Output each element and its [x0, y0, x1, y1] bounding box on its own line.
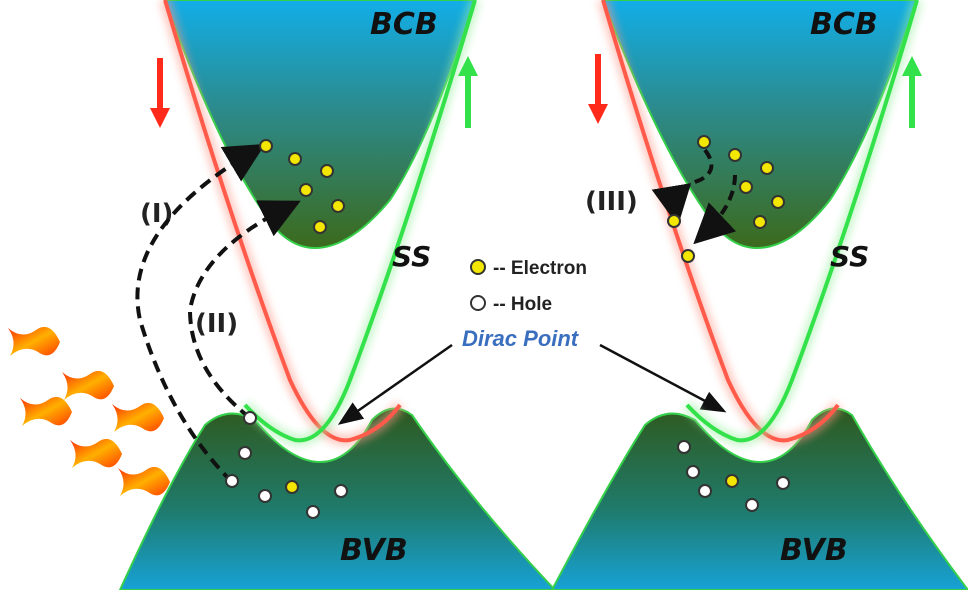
right-green-surface-state — [685, 0, 919, 443]
legend-hole-icon — [470, 295, 486, 311]
electron-dot — [331, 199, 345, 213]
photon-icon — [118, 466, 170, 496]
electron-dot — [760, 161, 774, 175]
left-spin-up-arrow — [458, 56, 478, 128]
photon-icon — [70, 438, 122, 468]
hole-dot — [698, 484, 712, 498]
right-bvb-carriers — [677, 440, 790, 512]
electron-dot — [771, 195, 785, 209]
right-spin-up-arrow — [902, 56, 922, 128]
electron-dot — [697, 135, 711, 149]
right-bvb-band — [550, 407, 968, 590]
right-bcb-label: BCB — [810, 7, 878, 42]
hole-dot — [677, 440, 691, 454]
legend-electron-label: -- Electron — [493, 258, 587, 279]
photon-wave-packets — [8, 326, 170, 496]
dirac-point-right-arrow — [599, 343, 727, 413]
photon-icon — [8, 326, 60, 356]
process-3-arrow-b — [693, 174, 737, 245]
left-red-surface-state — [163, 0, 402, 443]
process-3-arrow-a — [651, 148, 714, 226]
right-red-surface-state — [601, 0, 840, 443]
process-2-label: (II) — [195, 309, 238, 339]
right-panel: BCB BVB SS (III) — [550, 0, 968, 590]
electron-dot — [285, 480, 299, 494]
hole-dot — [334, 484, 348, 498]
hole-dot — [306, 505, 320, 519]
left-bcb-electrons — [259, 139, 345, 234]
electron-dot — [288, 152, 302, 166]
left-bvb-carriers — [225, 411, 348, 519]
electron-dot — [753, 215, 767, 229]
photon-icon — [20, 396, 72, 426]
hole-dot — [258, 489, 272, 503]
left-bvb-label: BVB — [340, 533, 408, 568]
left-bcb-band — [163, 0, 477, 250]
right-spin-down-arrow — [588, 54, 608, 124]
left-panel: BCB BVB SS (I) (II) — [8, 0, 557, 590]
process-1-arrow — [135, 143, 266, 484]
electron-dot — [681, 249, 695, 263]
electron-dot — [313, 220, 327, 234]
dirac-point-left-arrow — [337, 343, 453, 425]
hole-dot — [686, 465, 700, 479]
hole-dot — [745, 498, 759, 512]
photon-icon — [112, 402, 164, 432]
electron-dot — [320, 164, 334, 178]
left-bvb-band — [118, 407, 557, 590]
hole-dot — [225, 474, 239, 488]
right-ss-label: SS — [830, 240, 869, 273]
electron-dot — [739, 180, 753, 194]
right-bcb-band — [601, 0, 919, 250]
right-bvb-label: BVB — [780, 533, 848, 568]
hole-dot — [243, 411, 257, 425]
left-ss-label: SS — [392, 240, 431, 273]
legend-hole-label: -- Hole — [493, 294, 552, 315]
left-bcb-label: BCB — [370, 7, 438, 42]
right-bcb-electrons — [667, 135, 785, 263]
hole-dot — [238, 446, 252, 460]
legend-electron-icon — [470, 259, 486, 275]
electron-dot — [259, 139, 273, 153]
electron-dot — [667, 214, 681, 228]
photon-icon — [62, 370, 114, 400]
electron-dot — [299, 183, 313, 197]
electron-dot — [728, 148, 742, 162]
process-3-label: (III) — [585, 187, 638, 217]
left-green-surface-state — [243, 0, 477, 443]
electron-dot — [725, 474, 739, 488]
process-1-label: (I) — [140, 199, 173, 229]
legend: -- Electron -- Hole — [470, 258, 587, 315]
hole-dot — [776, 476, 790, 490]
left-spin-down-arrow — [150, 58, 170, 128]
dirac-point-label: Dirac Point — [462, 326, 580, 351]
process-2-arrow — [187, 200, 301, 420]
